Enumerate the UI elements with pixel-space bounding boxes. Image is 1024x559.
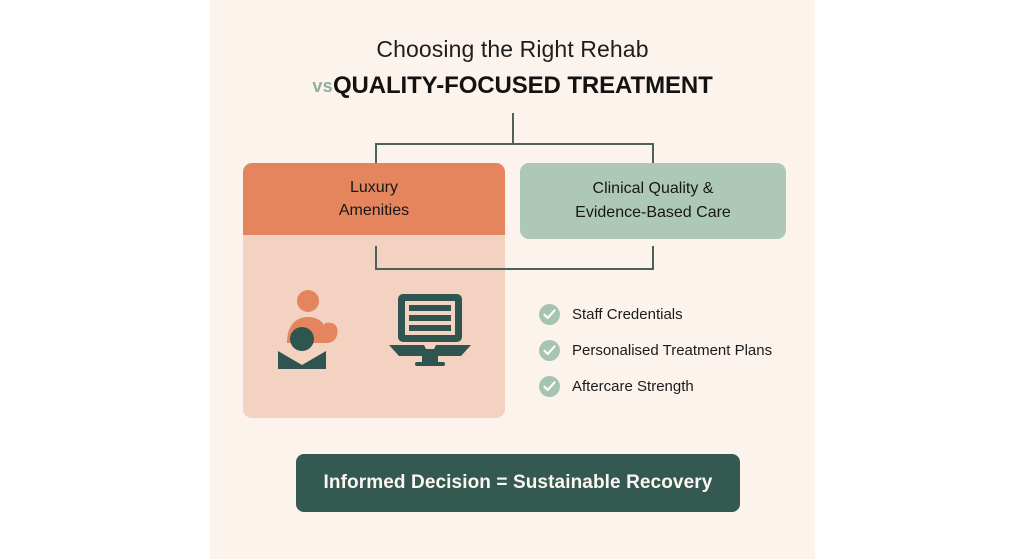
conclusion-banner-label: Informed Decision = Sustainable Recovery [323, 472, 713, 493]
right-branch-header[interactable]: Clinical Quality & Evidence-Based Care [520, 163, 786, 239]
infographic-canvas: Choosing the Right Rehab vsQUALITY-FOCUS… [210, 0, 815, 559]
connector-drop-left [375, 143, 377, 165]
right-branch-header-label: Clinical Quality & Evidence-Based Care [575, 180, 731, 221]
connector-bar-top [375, 143, 654, 145]
connector-stem-top [512, 113, 514, 144]
list-item-label: Personalised Treatment Plans [572, 341, 773, 359]
conclusion-banner[interactable]: Informed Decision = Sustainable Recovery [296, 454, 740, 512]
people-support-icon [275, 289, 347, 374]
check-circle-icon [539, 375, 560, 397]
laptop-document-icon [387, 292, 473, 371]
connector-rise-right [652, 246, 654, 270]
connector-drop-right [652, 143, 654, 165]
list-item[interactable]: Personalised Treatment Plans [539, 332, 809, 368]
page-title-primary: Choosing the Right Rehab [376, 36, 649, 62]
versus-label: vs [312, 76, 333, 96]
left-branch-panel: Luxury Amenities [243, 163, 505, 418]
list-item[interactable]: Staff Credentials [539, 296, 809, 332]
list-item-label: Aftercare Strength [572, 377, 694, 395]
left-branch-header[interactable]: Luxury Amenities [243, 163, 505, 235]
check-circle-icon [539, 303, 560, 325]
connector-bar-bottom [375, 268, 654, 270]
left-branch-header-label: Luxury Amenities [338, 179, 410, 219]
list-item-label: Staff Credentials [572, 305, 683, 323]
checklist: Staff Credentials Personalised Treatment… [539, 296, 809, 404]
page-title-emphasis: QUALITY-FOCUSED TREATMENT [332, 72, 713, 99]
list-item[interactable]: Aftercare Strength [539, 368, 809, 404]
title-block: Choosing the Right Rehab vsQUALITY-FOCUS… [210, 34, 815, 104]
check-circle-icon [539, 339, 560, 361]
connector-rise-left [375, 246, 377, 270]
page-title-secondary-row: vsQUALITY-FOCUSED TREATMENT [210, 71, 815, 104]
illustration-row [243, 281, 505, 381]
